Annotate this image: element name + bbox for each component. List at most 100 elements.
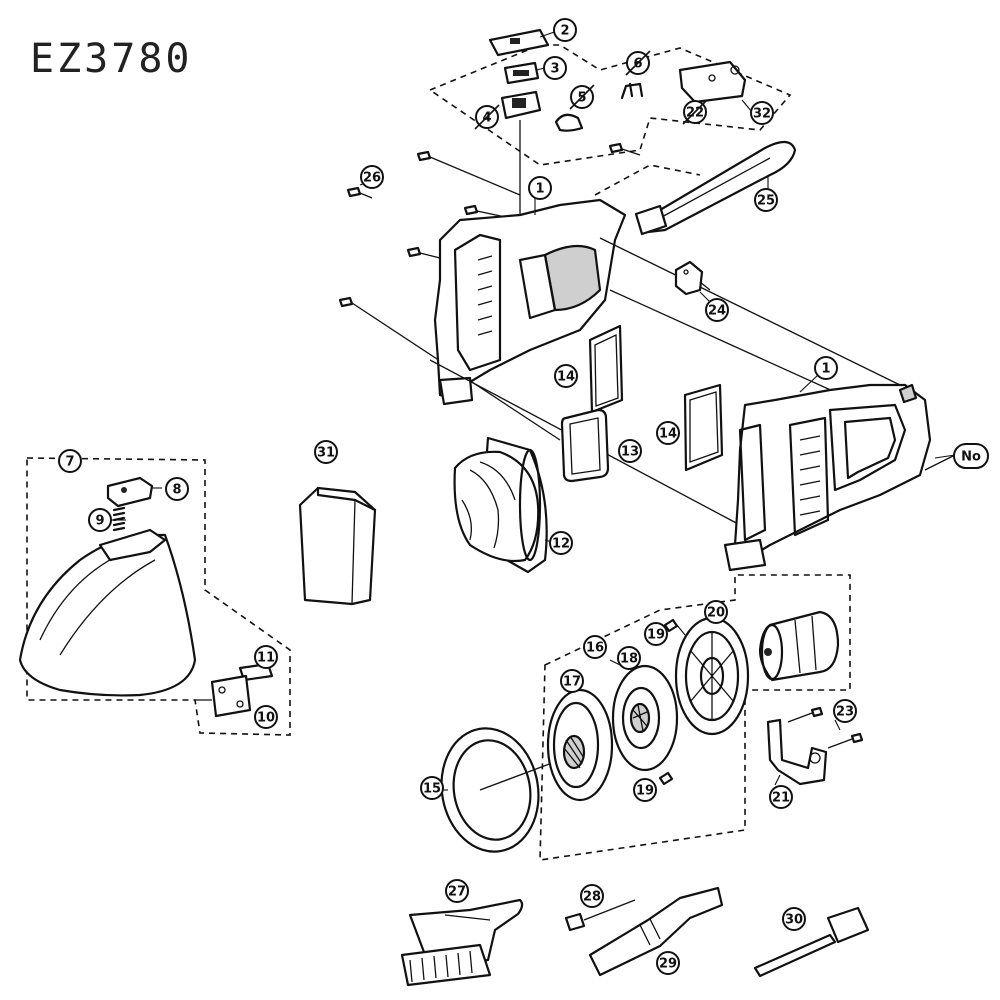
clip-part <box>674 260 711 296</box>
leader-lines <box>110 29 956 791</box>
callout-21: 21 <box>769 785 793 809</box>
callout-7: 7 <box>58 449 82 473</box>
callout-label: 15 <box>423 782 441 797</box>
callout-13: 13 <box>618 439 642 463</box>
callout-label: 27 <box>448 885 466 900</box>
callout-bubbles: 23456223226125241141413No311278911101618… <box>58 18 989 975</box>
terminal-block-part <box>678 60 747 104</box>
callout-5: 5 <box>569 84 595 110</box>
callout-15: 15 <box>420 776 444 800</box>
callout-label: 12 <box>552 537 570 552</box>
callout-label: 19 <box>636 784 654 799</box>
callout-label: 23 <box>836 705 854 720</box>
callout-label: 1 <box>535 182 544 197</box>
latch-part <box>106 476 154 508</box>
coil-part <box>554 113 584 132</box>
callout-label: 21 <box>772 791 790 806</box>
housing-right-half <box>723 383 956 572</box>
callout-20: 20 <box>704 600 728 624</box>
discontinued-mark <box>569 84 595 110</box>
callout-16: 16 <box>583 635 607 659</box>
valve-part <box>210 674 252 718</box>
callout-label: 19 <box>647 628 665 643</box>
motor-fan-group <box>440 574 864 861</box>
callout-label: 32 <box>753 107 771 122</box>
callout-label: 17 <box>563 675 581 690</box>
discontinued-mark <box>682 99 708 125</box>
spring-part <box>112 506 126 532</box>
callout-label: 13 <box>621 445 639 460</box>
model-number: EZ3780 <box>30 36 193 82</box>
callout-2: 2 <box>553 18 577 42</box>
callout-30: 30 <box>782 907 806 931</box>
callout-17: 17 <box>560 669 584 693</box>
callout-4: 4 <box>474 104 500 130</box>
callout-9: 9 <box>88 508 112 532</box>
callout-10: 10 <box>254 705 278 729</box>
brush-nozzle-part <box>400 898 524 987</box>
callout-label: 20 <box>707 606 725 621</box>
filter-14a-part <box>588 324 624 414</box>
callout-label: 30 <box>785 913 803 928</box>
callout-label: No <box>961 450 981 465</box>
callout-3: 3 <box>543 56 567 80</box>
callout-label: 26 <box>363 171 381 186</box>
callout-19b: 19 <box>633 778 657 802</box>
callout-11: 11 <box>254 645 278 669</box>
callout-label: 29 <box>659 957 677 972</box>
hand-strap <box>594 140 797 236</box>
bracket-part <box>766 718 828 786</box>
filters-group <box>560 324 724 483</box>
dust-cup-shell <box>18 533 197 697</box>
callout-label: 24 <box>708 304 726 319</box>
filter-13-part <box>560 408 610 483</box>
scraper-tool-part <box>753 906 870 978</box>
callout-label: 18 <box>620 652 638 667</box>
callout-25: 25 <box>754 188 778 212</box>
callout-label: 11 <box>257 651 275 666</box>
discontinued-mark <box>474 104 500 130</box>
filter-14b-part <box>683 383 724 472</box>
callout-label: 14 <box>557 370 575 385</box>
motor-part <box>758 610 840 682</box>
callout-8: 8 <box>165 477 189 501</box>
callout-label: 3 <box>550 62 559 77</box>
callout-label: 10 <box>257 711 275 726</box>
callout-18: 18 <box>617 646 641 670</box>
callout-22: 22 <box>682 99 708 125</box>
callout-27: 27 <box>445 879 469 903</box>
dust-cup-group <box>18 457 291 736</box>
callout-label: 7 <box>65 455 74 470</box>
callout-26: 26 <box>360 165 384 189</box>
dust-bag-part <box>453 436 548 574</box>
seal-ring-part <box>440 727 540 853</box>
callout-32: 32 <box>750 101 774 125</box>
callout-label: 31 <box>317 446 335 461</box>
callout-29: 29 <box>656 951 680 975</box>
callout-label: 9 <box>95 514 104 529</box>
small-tool-part <box>564 899 636 932</box>
callout-no: No <box>953 443 989 469</box>
contact-part <box>620 82 644 100</box>
callout-14a: 14 <box>554 364 578 388</box>
callout-label: 25 <box>757 194 775 209</box>
callout-label: 16 <box>586 641 604 656</box>
callout-label: 28 <box>583 890 601 905</box>
callout-14b: 14 <box>656 421 680 445</box>
housing-left-half <box>429 198 901 526</box>
discontinued-mark <box>625 50 651 76</box>
callout-31: 31 <box>314 440 338 464</box>
switch-parts-group <box>428 28 792 220</box>
filter-box-part <box>298 486 377 606</box>
callout-1a: 1 <box>528 176 552 200</box>
callout-label: 1 <box>821 362 830 377</box>
callout-23: 23 <box>833 699 857 723</box>
callout-label: 2 <box>560 24 569 39</box>
callout-1b: 1 <box>814 356 838 380</box>
callout-6: 6 <box>625 50 651 76</box>
callout-label: 14 <box>659 427 677 442</box>
callout-label: 8 <box>172 483 181 498</box>
crevice-nozzle-part <box>588 886 724 977</box>
callout-24: 24 <box>705 298 729 322</box>
